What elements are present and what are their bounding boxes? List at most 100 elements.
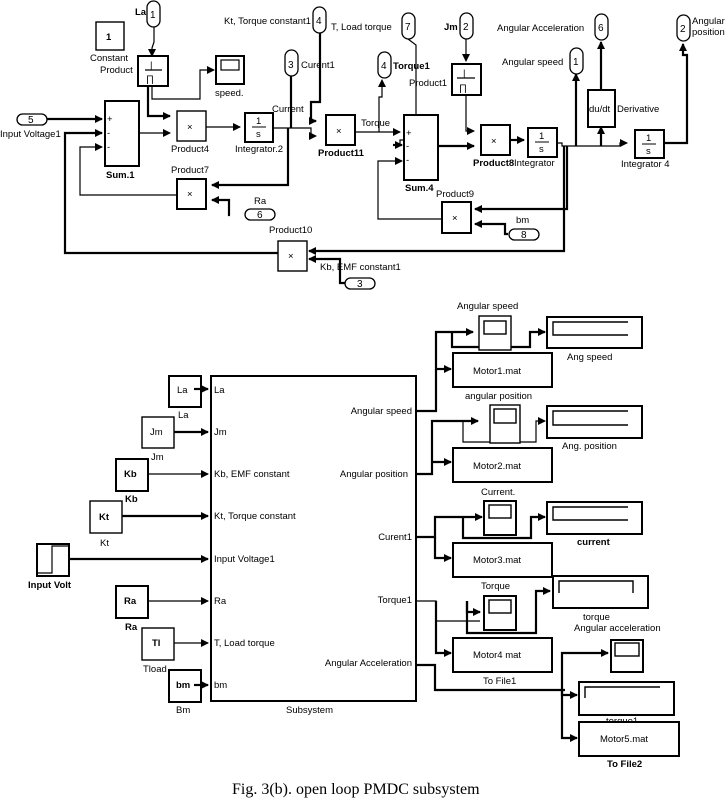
port-number: 4: [316, 16, 322, 27]
input-port-label: bm: [214, 680, 227, 691]
pi-symbol: ∏: [146, 74, 154, 85]
outport-torque1[interactable]: 4 Torque1: [377, 51, 430, 79]
port-label-line1: Angular: [692, 16, 725, 27]
port-label-line2: position: [692, 27, 725, 38]
scope-label: Torque: [481, 581, 510, 592]
product-divide-block[interactable]: | ∏ Product: [100, 55, 169, 87]
inport-load-torque[interactable]: 7 T, Load torque: [331, 12, 416, 40]
tofile-label: To File1: [483, 676, 516, 687]
scope-speed[interactable]: speed.: [215, 55, 245, 99]
inport-jm[interactable]: 2 Jm: [444, 12, 474, 40]
scope-angular-position[interactable]: [489, 404, 521, 444]
scope-angular-speed[interactable]: Angular speed: [457, 301, 518, 351]
integrator2-block[interactable]: 1 s Integrator.2: [235, 112, 283, 155]
block-label: Product4: [171, 144, 209, 155]
display-ang-position[interactable]: Ang. position: [546, 405, 643, 452]
display-current[interactable]: current: [546, 501, 643, 548]
outport-curent1[interactable]: 3 Curent1: [284, 49, 335, 77]
subsystem-input-labels: La Jm Kb, EMF constant Kt, Torque consta…: [214, 385, 296, 691]
derivative-block[interactable]: du/dt Derivative: [587, 89, 659, 128]
source-bm[interactable]: bm Bm: [168, 669, 202, 716]
block-label: Product7: [171, 165, 209, 176]
port-number: 3: [357, 279, 363, 290]
multiply-symbol: ×: [336, 126, 342, 137]
output-port-label: Angular Acceleration: [325, 658, 412, 669]
subsystem-block[interactable]: Subsystem: [210, 375, 417, 716]
source-kt[interactable]: Kt Kt: [89, 500, 123, 549]
scope-torque[interactable]: [483, 595, 517, 631]
sum4-block[interactable]: + - - Sum.4: [403, 114, 439, 194]
display-torque1[interactable]: torque1: [578, 681, 675, 727]
port-label: Jm: [444, 22, 458, 33]
source-label: Jm: [151, 452, 164, 463]
pi-symbol: ∏: [459, 83, 467, 94]
plus-sign: +: [406, 128, 412, 139]
input-port-label: Jm: [214, 427, 227, 438]
block-label: Product: [100, 65, 133, 76]
integrator-block[interactable]: 1 s Integrator: [514, 127, 558, 169]
tofile-motor4[interactable]: Motor4 mat To File1: [452, 637, 553, 687]
inport-bm[interactable]: 8 bm: [508, 215, 540, 241]
source-tload[interactable]: Tl Tload: [141, 627, 175, 675]
constant-block[interactable]: 1 Constant: [90, 21, 128, 64]
product11-block[interactable]: × Product11: [318, 114, 365, 159]
source-ra[interactable]: Ra Ra: [115, 585, 149, 633]
output-port-label: Torque1: [378, 595, 412, 606]
scope-current[interactable]: [483, 500, 517, 536]
numerator-symbol: |: [463, 68, 465, 79]
product9-block[interactable]: × Product9: [436, 189, 474, 234]
product8-block[interactable]: × Product8: [473, 124, 514, 169]
sum1-block[interactable]: + - - Sum.1: [104, 100, 140, 181]
source-label: Kb: [125, 494, 138, 505]
display-torque[interactable]: torque: [552, 575, 649, 623]
block-label: Sum.4: [405, 183, 434, 194]
source-la[interactable]: La La: [168, 375, 202, 421]
minus-sign: -: [406, 141, 409, 152]
port-number: 2: [463, 22, 469, 33]
source-jm[interactable]: Jm Jm: [141, 416, 175, 463]
product4-block[interactable]: × Product4: [171, 110, 209, 155]
constant-value: 1: [106, 32, 112, 43]
port-number: 8: [521, 230, 527, 241]
multiply-symbol: ×: [491, 136, 497, 147]
product10-block[interactable]: × Product10: [269, 225, 312, 272]
input-port-label: Kb, EMF constant: [214, 469, 290, 480]
subsystem-label: Subsystem: [286, 705, 333, 716]
display-label: current: [577, 537, 611, 548]
block-label: Derivative: [617, 104, 659, 115]
display-ang-speed[interactable]: Ang speed: [546, 316, 643, 363]
inport-kt[interactable]: 4 Kt, Torque constant1: [224, 6, 327, 34]
outport-angular-speed[interactable]: 1 Angular speed: [502, 47, 584, 75]
outport-angular-acceleration[interactable]: 6 Angular Acceleration: [497, 13, 609, 41]
integrator-numerator: 1: [646, 133, 651, 144]
derivative-expr: du/dt: [589, 104, 610, 115]
tofile-motor2[interactable]: Motor2.mat: [452, 447, 553, 483]
multiply-symbol: ×: [288, 251, 294, 262]
port-number: 6: [598, 23, 604, 34]
product7-block[interactable]: × Product7: [171, 165, 209, 210]
top-diagram: 1 La 1 Constant | ∏ Product speed. 5: [0, 0, 725, 290]
inport-kb[interactable]: 3 Kb, EMF constant1: [320, 262, 401, 290]
output-port-label: Angular position: [340, 469, 408, 480]
source-input-volt-step[interactable]: Input Volt: [28, 543, 72, 591]
source-label: Ra: [125, 622, 138, 633]
input-port-label: Kt, Torque constant: [214, 511, 296, 522]
tofile-motor3[interactable]: Motor3.mat: [452, 542, 553, 578]
tofile-filename: Motor4 mat: [473, 650, 521, 661]
outport-angular-position[interactable]: 2 Angular position: [676, 14, 725, 42]
block-label: Product8: [473, 158, 514, 169]
minus-sign: -: [107, 142, 110, 153]
port-label: Ra: [254, 196, 267, 207]
block-label: speed.: [215, 88, 244, 99]
inport-la[interactable]: 1 La: [135, 0, 161, 28]
scope-angular-acceleration[interactable]: [610, 639, 644, 673]
tofile-motor1[interactable]: Motor1.mat: [452, 352, 553, 388]
integrator4-block[interactable]: 1 s Integrator 4: [621, 129, 670, 170]
tofile-motor5[interactable]: Motor5.mat To File2: [578, 721, 680, 770]
inport-ra[interactable]: 6 Ra: [244, 196, 276, 221]
input-port-label: Ra: [214, 596, 227, 607]
source-text: Kb: [124, 469, 137, 480]
source-kb[interactable]: Kb Kb: [115, 458, 149, 505]
source-label: Kt: [100, 538, 109, 549]
